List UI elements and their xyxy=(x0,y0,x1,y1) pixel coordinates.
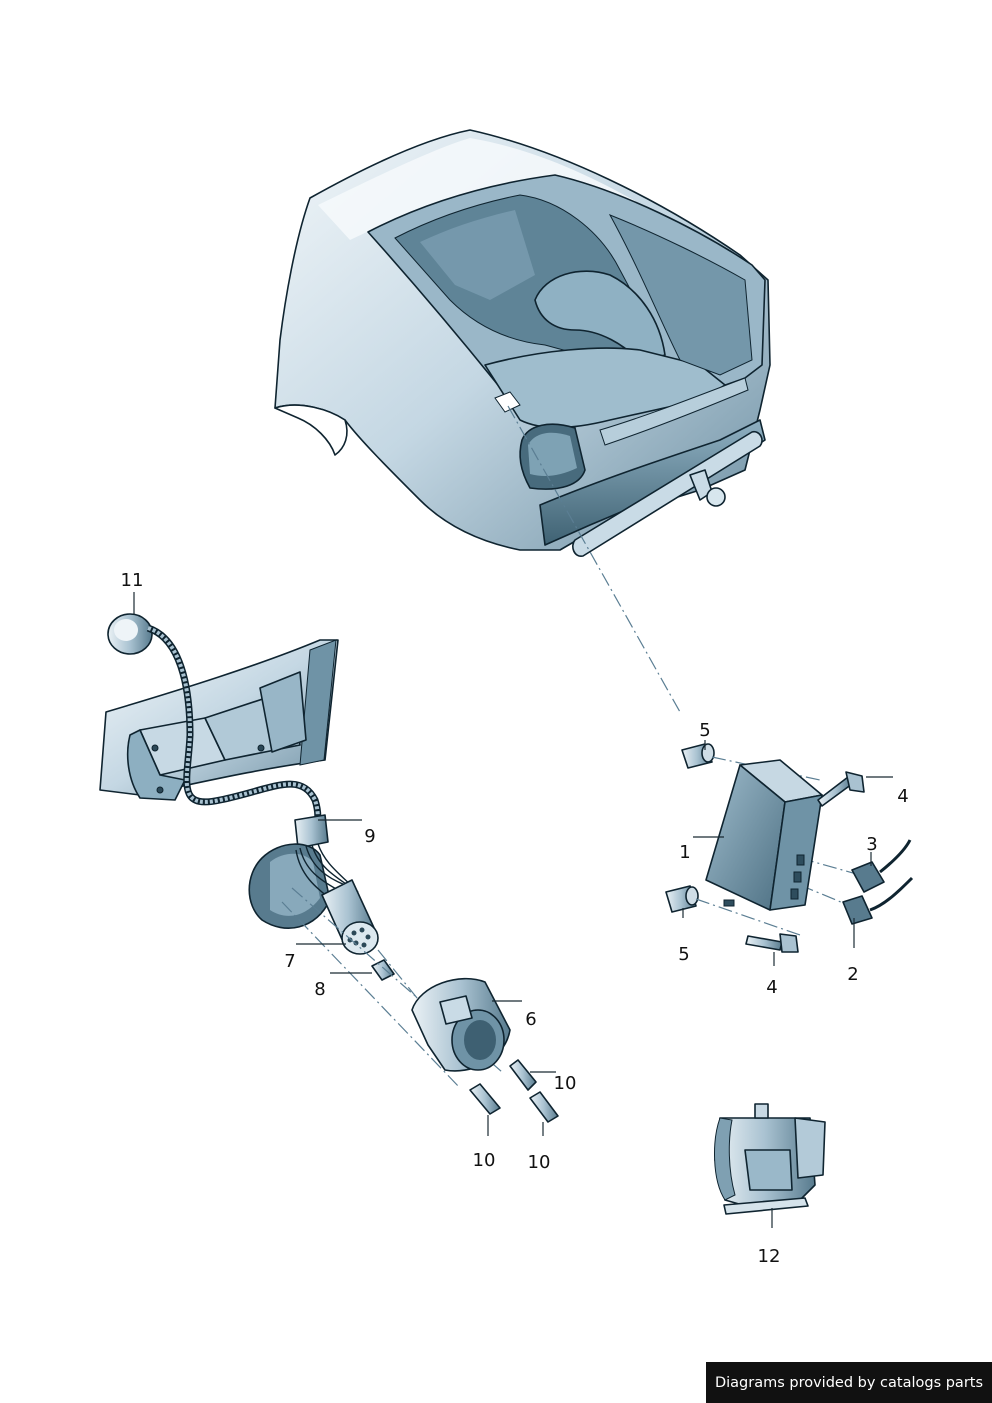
callout-6: 6 xyxy=(525,1009,536,1030)
callout-5-bottom: 5 xyxy=(678,944,689,965)
screw-icon xyxy=(529,1091,559,1123)
callout-9: 9 xyxy=(364,826,375,847)
callout-labels: 5 4 1 3 5 2 4 11 9 7 8 6 10 10 10 12 xyxy=(121,570,909,1267)
callout-10-middle: 10 xyxy=(528,1152,551,1173)
vehicle-rear-illustration xyxy=(274,129,771,557)
callout-7: 7 xyxy=(284,951,295,972)
callout-10-left: 10 xyxy=(473,1150,496,1171)
callout-5-top: 5 xyxy=(699,720,710,741)
leader-lines xyxy=(133,592,893,1228)
callout-10-right: 10 xyxy=(554,1073,577,1094)
callout-4-bottom: 4 xyxy=(766,977,777,998)
attribution-footer: Diagrams provided by catalogs parts xyxy=(706,1362,992,1403)
callout-12: 12 xyxy=(758,1246,781,1267)
callout-2: 2 xyxy=(847,964,858,985)
callout-8: 8 xyxy=(314,979,325,1000)
mounting-bracket-illustration xyxy=(99,639,339,801)
callout-3: 3 xyxy=(866,834,877,855)
callout-1: 1 xyxy=(679,842,690,863)
trailer-socket-illustration xyxy=(714,1103,826,1215)
attribution-text: Diagrams provided by catalogs parts xyxy=(714,1374,984,1391)
control-unit-illustration xyxy=(665,743,914,953)
screw-icon xyxy=(509,1059,537,1091)
callout-4-top: 4 xyxy=(897,786,908,807)
callout-11: 11 xyxy=(121,570,144,591)
socket-wiring-harness-illustration xyxy=(107,613,559,1123)
screw-icon xyxy=(469,1083,501,1115)
